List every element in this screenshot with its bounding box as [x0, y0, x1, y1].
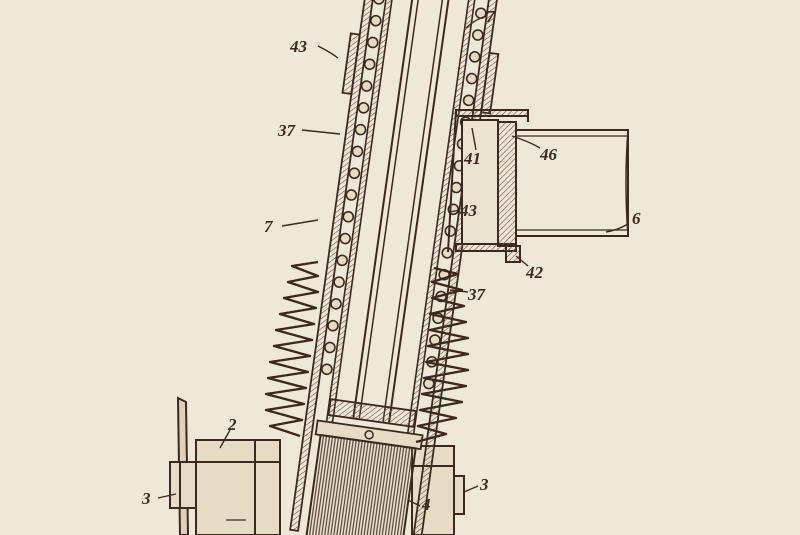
label-46: 46 — [539, 145, 558, 164]
label-6: 6 — [632, 209, 641, 228]
label-43-right: 43 — [459, 201, 478, 220]
top-collar — [341, 32, 500, 115]
label-3-left: 3 — [141, 489, 151, 508]
leader-lines — [157, 15, 629, 507]
label-7-top: 7 — [486, 7, 496, 26]
label-2: 2 — [227, 415, 237, 434]
reference-labels: 7 43 37 41 46 43 6 7 42 37 2 3 3 4 — [141, 7, 641, 514]
label-41: 41 — [463, 149, 481, 168]
label-7-left: 7 — [264, 217, 274, 236]
label-43-top: 43 — [289, 37, 308, 56]
side-pipe-assembly — [447, 109, 629, 263]
label-3-right: 3 — [479, 475, 489, 494]
label-37-left: 37 — [277, 121, 297, 140]
label-42: 42 — [525, 263, 544, 282]
lower-housing — [169, 396, 465, 535]
bellows — [264, 260, 470, 444]
label-4: 4 — [421, 495, 431, 514]
label-37-right: 37 — [467, 285, 487, 304]
